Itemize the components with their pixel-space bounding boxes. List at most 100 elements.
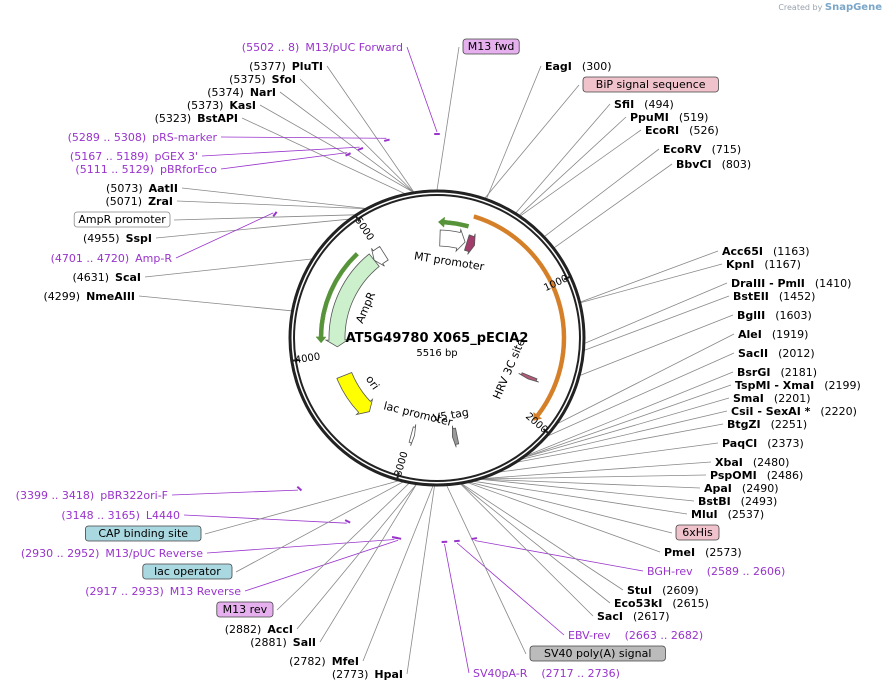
map-label-sfii[interactable]: SfiI(494) (614, 98, 674, 111)
map-label-ampr-promoter[interactable]: AmpR promoter (73, 211, 171, 228)
map-label-eco53ki[interactable]: Eco53kI(2615) (614, 597, 709, 610)
leader-line (436, 46, 460, 191)
label-range: (2181) (780, 366, 817, 379)
label-text: (5502 .. 8)M13/pUC Forward (242, 41, 403, 54)
map-label-m13-puc-reverse[interactable]: (2930 .. 2952)M13/pUC Reverse (21, 547, 203, 560)
map-label-bip-signal-sequence[interactable]: BiP signal sequence (582, 76, 719, 93)
label-range: (2012) (778, 347, 815, 360)
map-label-sv40pa-r[interactable]: SV40pA-R(2717 .. 2736) (473, 667, 620, 680)
label-range: (5377) (249, 60, 286, 73)
label-name: SfiI (614, 98, 634, 111)
map-label-l4440[interactable]: (3148 .. 3165)L4440 (61, 509, 180, 522)
map-label-saci[interactable]: SacI(2617) (597, 610, 670, 623)
plasmid-size: 5516 bp (416, 348, 457, 359)
map-label-acc65i[interactable]: Acc65I(1163) (722, 245, 810, 258)
backbone-inner-ring (293, 194, 581, 482)
map-label-pgex-3[interactable]: (5167 .. 5189)pGEX 3' (70, 150, 198, 163)
label-range: (2930 .. 2952) (21, 547, 100, 560)
label-range: (5374) (207, 86, 244, 99)
map-label-lac-operator[interactable]: lac operator (142, 563, 233, 580)
leader-line (515, 103, 611, 214)
map-label-pbr322ori-f[interactable]: (3399 .. 3418)pBR322ori-F (16, 489, 168, 502)
label-name: MluI (691, 508, 718, 521)
map-label-m13-reverse[interactable]: (2917 .. 2933)M13 Reverse (85, 585, 241, 598)
map-label-bglii[interactable]: BglII(1603) (737, 309, 812, 322)
map-label-bbvci[interactable]: BbvCI(803) (676, 158, 751, 171)
leader-line (524, 384, 732, 458)
map-label-pluti[interactable]: (5377)PluTI (249, 60, 323, 73)
label-name: KpnI (726, 258, 754, 271)
map-label-ecorv[interactable]: EcoRV(715) (663, 143, 741, 156)
map-label-aatii[interactable]: (5073)AatII (106, 182, 178, 195)
label-range: (2537) (728, 508, 765, 521)
label-text: PaqCI(2373) (722, 437, 804, 450)
map-label-paqci[interactable]: PaqCI(2373) (722, 437, 804, 450)
map-label-sali[interactable]: (2881)SalI (250, 636, 316, 649)
map-label-pmei[interactable]: PmeI(2573) (664, 546, 742, 559)
map-label-mfei[interactable]: (2782)MfeI (289, 655, 359, 668)
feature-hrv-3c-site (518, 372, 539, 383)
map-label-m13-rev[interactable]: M13 rev (216, 601, 274, 618)
map-label-csii-sexai[interactable]: CsiI - SexAI *(2220) (731, 405, 857, 418)
label-text: (3399 .. 3418)pBR322ori-F (16, 489, 168, 502)
feature-label-lac-promoter: lac promoter (382, 399, 454, 429)
map-label-bstapi[interactable]: (5323)BstAPI (155, 112, 238, 125)
map-label-bstbi[interactable]: BstBI(2493) (698, 495, 777, 508)
map-label-stui[interactable]: StuI(2609) (627, 584, 699, 597)
label-range: (5375) (229, 73, 266, 86)
map-label-kasi[interactable]: (5373)KasI (187, 99, 256, 112)
map-label-acci[interactable]: (2882)AccI (225, 623, 293, 636)
label-range: (2589 .. 2606) (707, 565, 786, 578)
label-name: TspMI - XmaI (735, 379, 814, 392)
label-range: (1919) (772, 328, 809, 341)
map-label-m13-fwd[interactable]: M13 fwd (462, 38, 520, 55)
map-label-nmeaiii[interactable]: (4299)NmeAIII (44, 290, 136, 303)
map-label-xbai[interactable]: XbaI(2480) (715, 456, 789, 469)
feature-ori (336, 371, 374, 416)
label-name: EagI (545, 60, 572, 73)
map-label-sfoi[interactable]: (5375)SfoI (229, 73, 296, 86)
map-label-ecori[interactable]: EcoRI(526) (645, 124, 719, 137)
map-label-eagi[interactable]: EagI(300) (545, 60, 612, 73)
map-label-pbrforeco[interactable]: (5111 .. 5129)pBRforEco (75, 163, 217, 176)
label-name: M13 fwd (468, 40, 515, 53)
map-label-sacii[interactable]: SacII(2012) (738, 347, 815, 360)
map-label-sspi[interactable]: (4955)SspI (83, 232, 152, 245)
label-range: (803) (722, 158, 752, 171)
map-label-sv40-poly-a-signal[interactable]: SV40 poly(A) signal (529, 645, 666, 662)
map-label-smai[interactable]: SmaI(2201) (733, 392, 810, 405)
map-label-ebv-rev[interactable]: EBV-rev(2663 .. 2682) (568, 629, 703, 642)
map-label-nari[interactable]: (5374)NarI (207, 86, 276, 99)
backbone (288, 189, 586, 487)
label-text: BstEII(1452) (733, 290, 815, 303)
leader-line (220, 152, 348, 170)
label-text: (5373)KasI (187, 99, 256, 112)
map-label-pspomi[interactable]: PspOMI(2486) (710, 469, 803, 482)
map-label-tspmi-xmai[interactable]: TspMI - XmaI(2199) (735, 379, 861, 392)
map-label-bsteii[interactable]: BstEII(1452) (733, 290, 815, 303)
map-label-bsrgi[interactable]: BsrGI(2181) (737, 366, 817, 379)
map-label-cap-binding-site[interactable]: CAP binding site (85, 525, 202, 542)
map-label-kpni[interactable]: KpnI(1167) (726, 258, 801, 271)
map-label-m13-puc-forward[interactable]: (5502 .. 8)M13/pUC Forward (242, 41, 403, 54)
map-label-alei[interactable]: AleI(1919) (738, 328, 808, 341)
label-text: (4299)NmeAIII (44, 290, 136, 303)
label-range: (519) (679, 111, 709, 124)
map-label-prs-marker[interactable]: (5289 .. 5308)pRS-marker (68, 131, 218, 144)
label-range: (2573) (705, 546, 742, 559)
map-label-amp-r[interactable]: (4701 .. 4720)Amp-R (51, 252, 173, 265)
map-label-bgh-rev[interactable]: BGH-rev(2589 .. 2606) (647, 565, 785, 578)
map-label-mlui[interactable]: MluI (2537) (691, 508, 764, 521)
map-label-6xhis[interactable]: 6xHis (675, 524, 720, 541)
label-text: BsrGI(2181) (737, 366, 817, 379)
map-label-hpai[interactable]: (2773)HpaI (332, 668, 403, 681)
map-label-apai[interactable]: ApaI(2490) (704, 482, 778, 495)
map-label-ppumi[interactable]: PpuMI(519) (630, 111, 708, 124)
map-label-draiii-pmli[interactable]: DraIII - PmlI(1410) (731, 277, 851, 290)
map-label-zrai[interactable]: (5071)ZraI (106, 195, 174, 208)
feature-ampr-promoter (371, 245, 389, 267)
map-label-btgzi[interactable]: BtgZI(2251) (727, 418, 807, 431)
label-text: (2917 .. 2933)M13 Reverse (85, 585, 241, 598)
map-label-scai[interactable]: (4631)ScaI (72, 271, 141, 284)
leader-line (456, 542, 565, 636)
